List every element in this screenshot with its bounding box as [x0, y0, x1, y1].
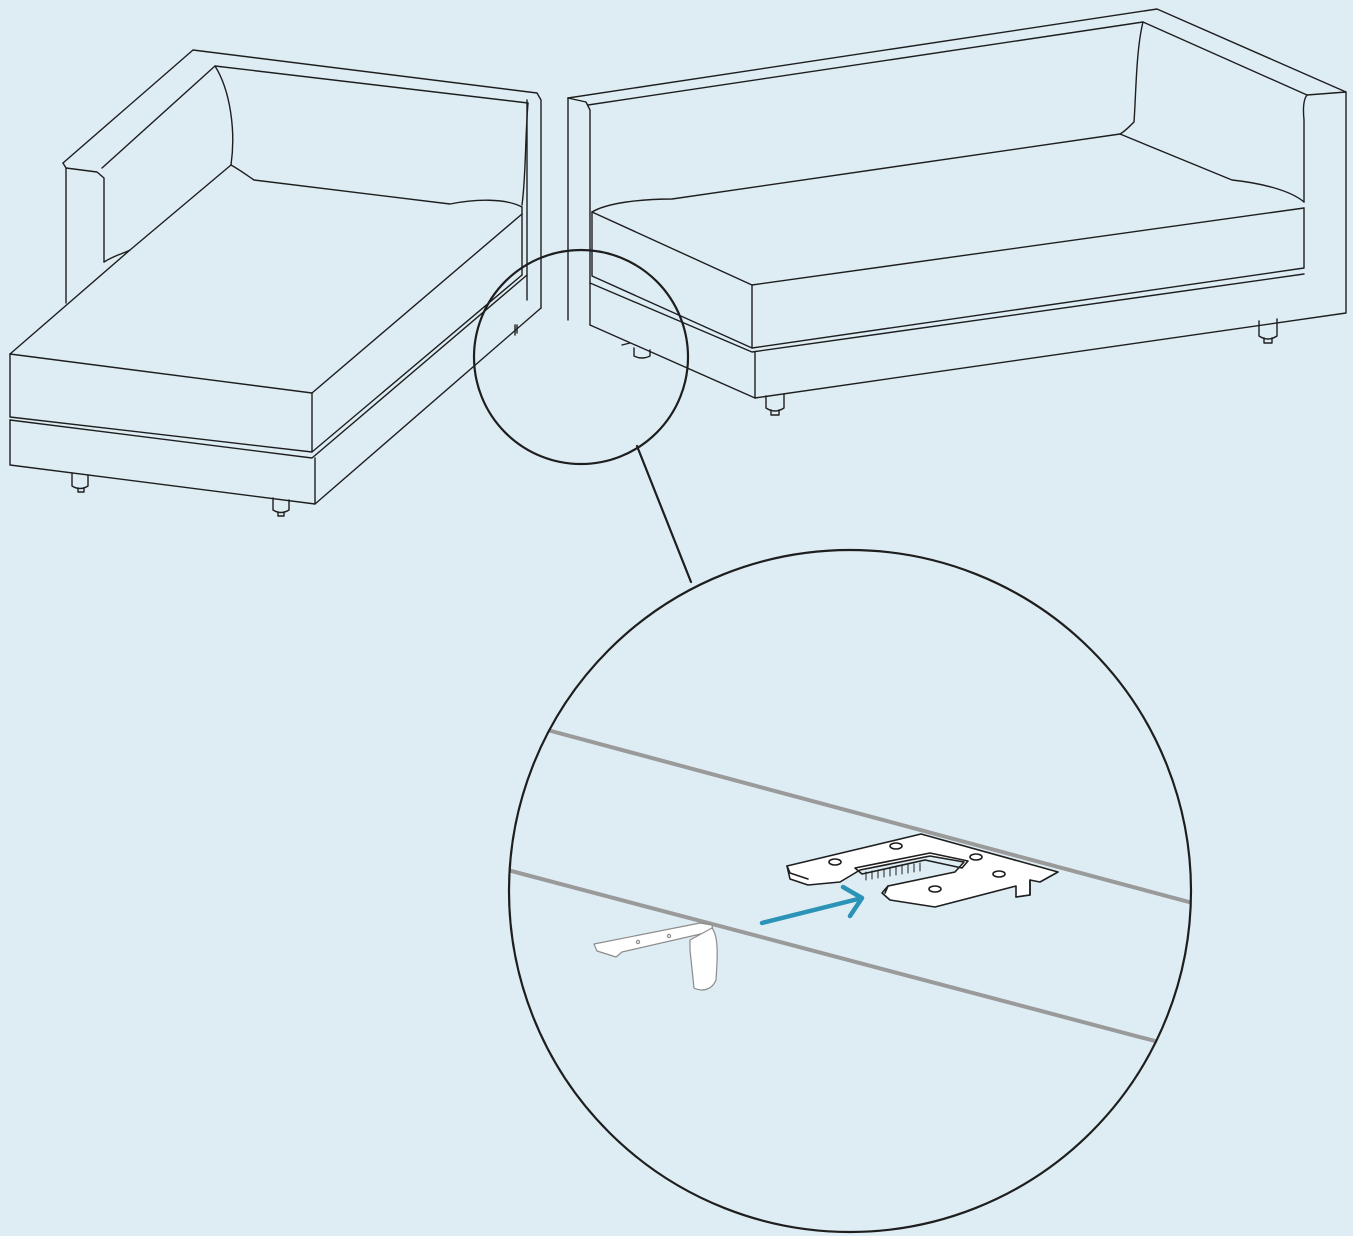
callout-source-circle	[472, 248, 690, 466]
chaise-arm-front	[65, 167, 105, 263]
plate-hole-3	[969, 853, 983, 861]
sofa-base-top	[589, 273, 1305, 353]
chaise-seat-box	[9, 274, 523, 453]
female-connector-plate	[786, 833, 1059, 908]
sofa-foot-front-tip	[770, 409, 780, 416]
sofa-arm-top	[1306, 91, 1347, 96]
chaise-foot-right	[272, 497, 290, 514]
sofa-foot-right-tip	[1263, 337, 1273, 344]
hook-bracket-leg	[689, 927, 718, 991]
sofa-base-left-edge	[589, 324, 756, 399]
arrow-head	[840, 884, 865, 919]
chaise-foot-right-tip	[277, 511, 285, 517]
zoom-detail-content	[509, 726, 1191, 1047]
rail-lower	[509, 866, 1172, 1047]
chaise-back-frame	[62, 49, 542, 309]
plate-hole-1	[828, 858, 842, 866]
connector-plate-body	[786, 833, 1059, 908]
rail-upper	[538, 726, 1191, 907]
connector-slot-teeth	[865, 862, 921, 881]
chaise-back-cushion-curve	[214, 65, 234, 166]
sofa-foot-right	[1258, 318, 1278, 340]
chaise-base	[9, 307, 542, 505]
sofa-foot-front	[765, 393, 785, 412]
arrow-right-icon	[759, 884, 865, 926]
callout-zoom-circle	[507, 548, 1193, 1234]
bracket-hole-1	[635, 939, 641, 945]
chaise-seat-left-edge	[9, 249, 131, 355]
sofa-foot-back	[633, 347, 651, 359]
plate-hole-4	[992, 870, 1006, 878]
sofa-back-cushion-right	[1119, 133, 1305, 203]
sofa-left-side-inner	[567, 97, 591, 326]
sofa-arm-inner	[1302, 94, 1308, 203]
detail-callout	[472, 248, 693, 584]
plate-hole-2	[889, 842, 903, 850]
chaise-base-top	[9, 274, 528, 459]
bracket-hole-2	[666, 933, 672, 939]
plate-drop-tab	[1015, 879, 1031, 898]
connector-slot	[854, 852, 969, 875]
sofa-back-cushion-bottom	[591, 133, 1121, 213]
plate-hole-5	[928, 885, 942, 893]
chaise-back-cushion-bottom	[230, 164, 523, 208]
sofa-back-cushion-curve	[1119, 21, 1144, 135]
plate-thickness-left	[786, 865, 809, 880]
chaise-sofa-module	[9, 49, 542, 517]
sofa-hidden-bracket-hint	[621, 342, 631, 346]
chaise-foot-left-tip	[77, 487, 85, 493]
male-hook-bracket	[593, 922, 718, 991]
module-edge-rails	[509, 726, 1191, 1047]
callout-leader-line	[635, 444, 693, 584]
plate-thickness-tongue	[884, 885, 889, 894]
chaise-foot-left	[71, 472, 89, 490]
two-seat-sofa-module	[567, 8, 1347, 416]
arrow-shaft	[759, 896, 861, 926]
